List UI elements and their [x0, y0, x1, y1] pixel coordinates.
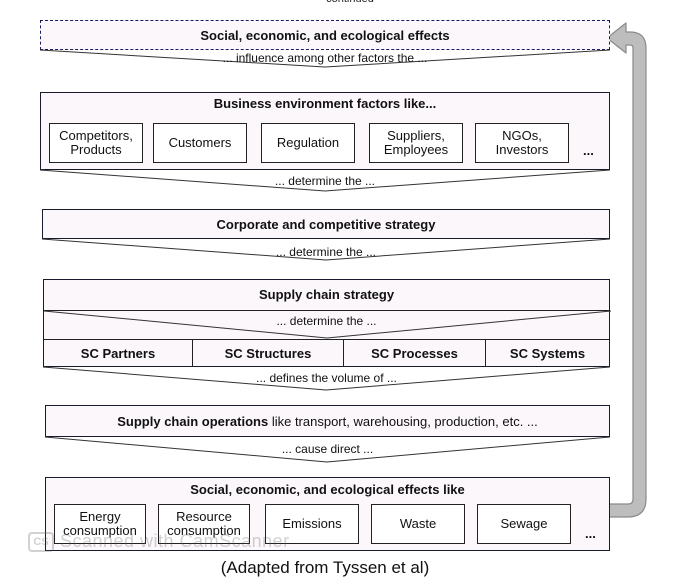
sc-partners-cell: SC Partners — [44, 340, 193, 367]
watermark-text: Scanned with CamScanner — [60, 531, 290, 551]
business-factor-ngos: NGOs, Investors — [475, 123, 569, 163]
sc-systems-cell: SC Systems — [509, 346, 586, 361]
connector-determine-1: ... determine the ... — [274, 174, 376, 188]
camscanner-logo-icon: CS — [28, 532, 54, 552]
effect-resource: Resource consumption — [158, 504, 250, 544]
business-environment-title: Business environment factors like... — [213, 96, 437, 111]
effect-energy: Energy consumption — [54, 504, 146, 544]
supply-chain-strategy-title: Supply chain strategy — [258, 287, 395, 302]
sc-processes-cell: SC Processes — [344, 340, 486, 367]
operations-title: Supply chain operations like transport, … — [117, 414, 538, 429]
chevron-down-icon — [43, 310, 612, 339]
operations-title-bold: Supply chain operations — [117, 413, 269, 429]
effect-emissions: Emissions — [265, 504, 359, 544]
connector-determine-2: ... determine the ... — [275, 245, 377, 259]
chevron-down-icon — [41, 238, 611, 261]
business-factor-suppliers: Suppliers, Employees — [369, 123, 463, 163]
operations-title-rest: like transport, warehousing, production,… — [268, 413, 538, 429]
chevron-down-icon — [44, 436, 611, 463]
effects-bottom-band: Social, economic, and ecological effects… — [45, 477, 610, 551]
business-factor-competitors: Competitors, Products — [49, 123, 143, 163]
sc-structures-cell: SC Structures — [193, 340, 344, 367]
strategy-divider — [44, 310, 609, 311]
business-environment-band: Business environment factors like... Com… — [40, 92, 610, 170]
corporate-strategy-band: Corporate and competitive strategy — [42, 209, 610, 239]
connector-cause-direct: ... cause direct ... — [281, 442, 374, 456]
continued-label: continued — [270, 0, 430, 5]
business-ellipsis: ... — [583, 143, 594, 158]
connector-determine-3: ... determine the ... — [276, 314, 377, 328]
chevron-down-icon — [39, 169, 611, 192]
chevron-down-icon — [39, 49, 611, 68]
chevron-down-icon — [42, 366, 611, 391]
figure-caption: (Adapted from Tyssen et al) — [220, 558, 430, 577]
connector-defines-volume: ... defines the volume of ... — [256, 371, 397, 385]
effect-waste: Waste — [371, 504, 465, 544]
connector-influence: ... influence among other factors the ..… — [222, 51, 428, 65]
effect-sewage: Sewage — [477, 504, 571, 544]
supply-chain-operations-band: Supply chain operations like transport, … — [45, 405, 610, 437]
sc-elements-row: SC Partners SC Structures SC Processes S… — [44, 339, 609, 367]
business-factor-regulation: Regulation — [261, 123, 355, 163]
effects-ellipsis: ... — [585, 526, 596, 541]
effects-top-title: Social, economic, and ecological effects — [200, 27, 450, 43]
business-factor-customers: Customers — [153, 123, 247, 163]
corporate-strategy-title: Corporate and competitive strategy — [216, 216, 436, 232]
effects-top-band: Social, economic, and ecological effects — [40, 20, 610, 50]
effects-bottom-title: Social, economic, and ecological effects… — [190, 482, 465, 497]
supply-chain-strategy-band: Supply chain strategy ... determine the … — [43, 279, 612, 367]
